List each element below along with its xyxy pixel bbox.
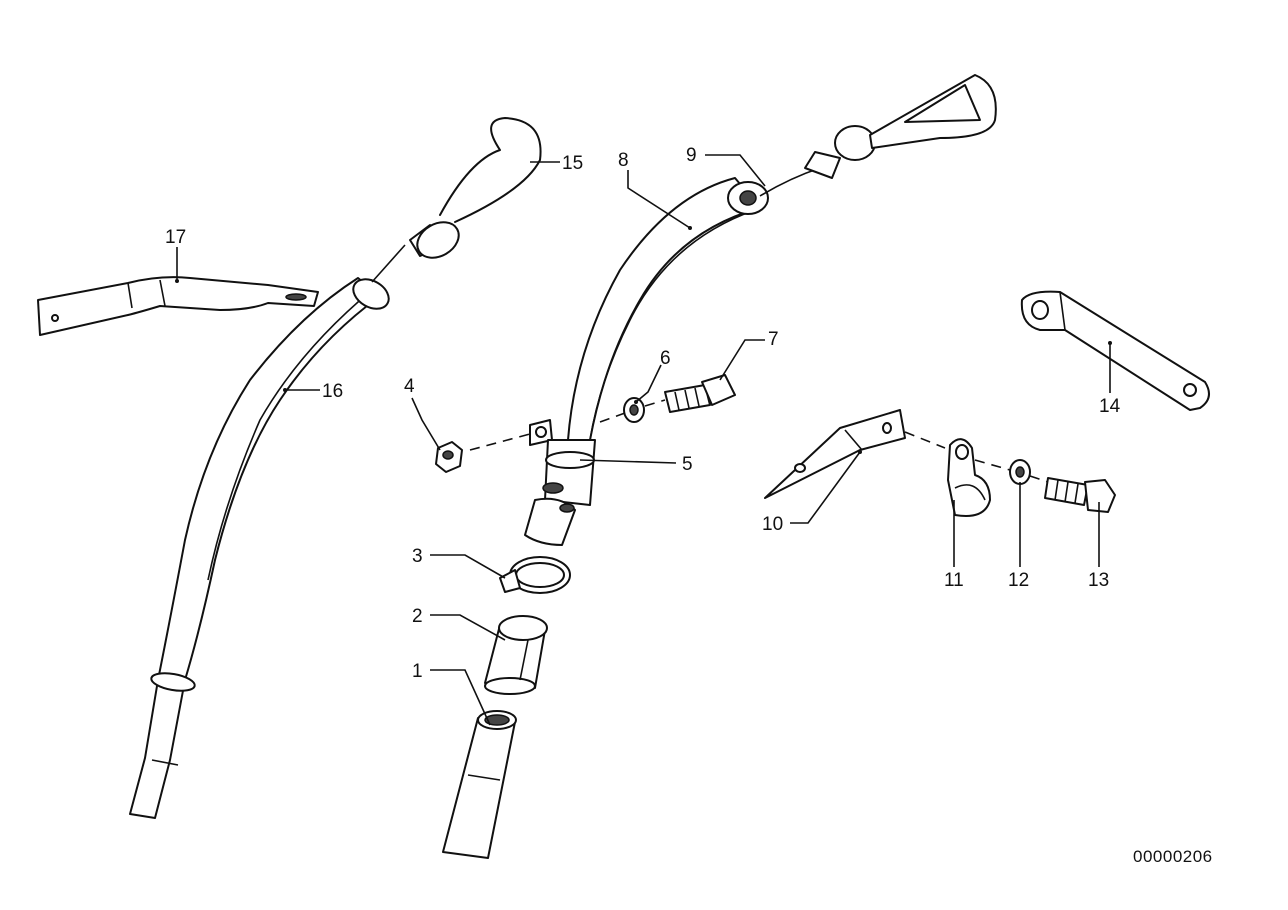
callout-8: 8 [618,150,629,171]
part-11-clip [947,438,991,517]
callout-9: 9 [686,145,697,166]
part-5-holder [524,419,596,546]
part-3-hose-clamp [499,556,571,594]
part-13-bolt [1044,477,1116,513]
callout-14: 14 [1099,396,1121,417]
callout-10: 10 [762,514,783,535]
part-14-bracket [1020,290,1210,411]
callout-11: 11 [944,570,964,591]
part-2-hose [484,615,548,695]
callout-4: 4 [404,376,415,397]
part-6-washer [623,397,645,423]
callout-17: 17 [165,227,186,248]
callout-16: 16 [322,381,343,402]
callout-6: 6 [660,348,671,369]
part-9-dipstick-handle [759,74,997,197]
callout-2: 2 [412,606,423,627]
part-10-bracket [764,409,906,499]
callout-5: 5 [682,454,693,475]
part-12-washer [1009,459,1031,485]
part-16-dipstick-tube [129,277,390,819]
callout-15: 15 [562,153,583,174]
part-8-guide-tube [567,177,769,441]
part-17-bracket [37,276,319,336]
part-15-dipstick-handle [371,117,542,283]
part-7-bolt [664,374,736,413]
callout-12: 12 [1008,570,1029,591]
callout-7: 7 [768,329,779,350]
callout-13: 13 [1088,570,1109,591]
diagram-reference-number: 00000206 [1133,847,1213,866]
leader-lines [175,154,1112,726]
callout-1: 1 [412,661,423,682]
part-4-nut [435,441,463,473]
callout-3: 3 [412,546,423,567]
part-1-pipe [442,710,517,859]
